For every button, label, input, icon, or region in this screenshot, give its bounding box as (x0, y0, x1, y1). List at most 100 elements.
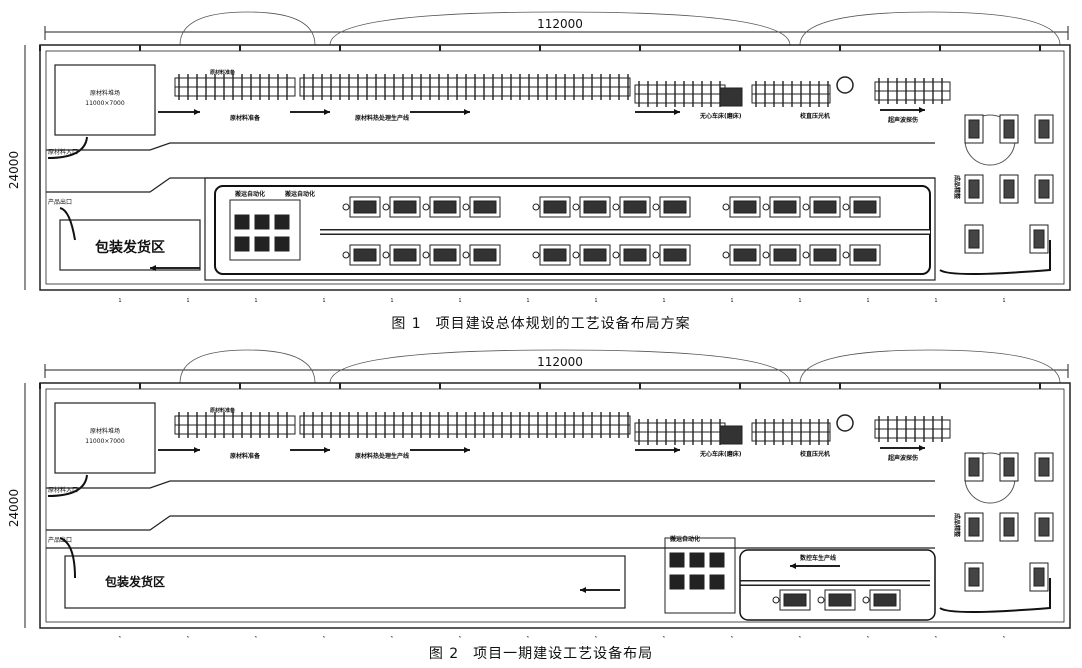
raw-prep-line-label: 原材料准备 (230, 452, 261, 460)
machine-unit (342, 244, 381, 266)
entry-arrow (47, 136, 88, 159)
automation-cell (229, 199, 301, 261)
caption-text: 项目建设总体规划的工艺设备布局方案 (435, 316, 691, 332)
automation-cell (664, 537, 736, 614)
door-swing-arc (179, 349, 316, 384)
robot-unit (274, 236, 290, 252)
flow-arrow-head (464, 447, 470, 453)
grid-axis-mark: 1 (662, 298, 665, 304)
machine-unit (382, 196, 421, 218)
grid-axis-mark: 1 (526, 636, 529, 638)
automation-label: 搬运自动化 (670, 535, 700, 543)
raw-entry-label: 原材料入口 (48, 148, 78, 156)
grid-axis-mark: 1 (458, 298, 461, 304)
grid-axis-mark: 1 (118, 636, 121, 638)
machine-body (393, 200, 417, 214)
robot-cell (836, 76, 854, 94)
machine-body (583, 248, 607, 262)
aisle-line (46, 480, 935, 489)
automation-label-2: 搬运自动化 (285, 190, 315, 198)
machine-motor (842, 203, 850, 211)
grid-axis-mark: 1 (118, 298, 121, 304)
machine-body (733, 248, 757, 262)
machine-unit (842, 244, 881, 266)
robot-cell (836, 414, 854, 432)
grid-axis-mark: 1 (322, 636, 325, 638)
machine-unit (722, 196, 761, 218)
flow-arrow-head (674, 447, 680, 453)
building-wall (39, 44, 1071, 291)
robot-unit (689, 574, 705, 590)
raw-yard-label: 原材料堆场 (90, 427, 120, 435)
entry-arrow (47, 474, 88, 497)
robot-unit (669, 552, 685, 568)
grid-axis-mark: 1 (934, 636, 937, 638)
machine-body (828, 593, 852, 607)
machine-unit (762, 196, 801, 218)
raw-prep-line-label: 原材料准备 (230, 114, 261, 122)
machine-body (393, 248, 417, 262)
machine-motor (722, 203, 730, 211)
grid-axis-mark: 1 (1002, 636, 1005, 638)
machine-motor (722, 251, 730, 259)
height-dimension: 24000 (7, 489, 21, 527)
machine-unit (817, 589, 856, 611)
machine-body (853, 248, 877, 262)
flow-arrow-head (674, 109, 680, 115)
door-swing-arc (329, 11, 791, 46)
transfer-track (939, 240, 1051, 275)
grid-axis-mark: 1 (866, 636, 869, 638)
grid-axis-mark: 1 (798, 298, 801, 304)
station-core (1038, 119, 1050, 139)
machine-body (853, 200, 877, 214)
station-core (1033, 229, 1045, 249)
heat-line-label: 原材料热处理生产线 (355, 114, 409, 122)
grid-axis-mark: 1 (730, 298, 733, 304)
exit-arrow (59, 207, 76, 241)
shipping-area (64, 555, 626, 609)
machine-body (433, 248, 457, 262)
station-core (1003, 179, 1015, 199)
shipping-arrow-head (580, 587, 586, 593)
machine-unit (572, 196, 611, 218)
straightener-label: 校直压光机 (800, 112, 830, 120)
robot-unit (254, 236, 270, 252)
door-swing-arc (799, 349, 1061, 384)
machining-zone (204, 177, 936, 281)
station-core (968, 229, 980, 249)
station-core (1038, 179, 1050, 199)
machine-unit (862, 589, 901, 611)
raw-entry-label: 原材料入口 (48, 486, 78, 494)
centerless-label: 无心车床(磨床) (699, 450, 742, 458)
machine-body (813, 248, 837, 262)
width-dimension: 112000 (537, 355, 583, 369)
machine-motor (572, 251, 580, 259)
raw-material-yard (54, 402, 156, 474)
grid-axis-mark: 1 (186, 636, 189, 638)
machine-unit (532, 244, 571, 266)
machine-motor (422, 203, 430, 211)
machine-motor (422, 251, 430, 259)
machine-body (583, 200, 607, 214)
machine-motor (532, 251, 540, 259)
product-exit-label: 产品出口 (48, 198, 72, 206)
grid-axis-mark: 1 (798, 636, 801, 638)
robot-unit (689, 552, 705, 568)
building-wall (39, 382, 1071, 629)
shipping-label: 包装发货区 (104, 574, 165, 589)
grid-axis-mark: 1 (1002, 298, 1005, 304)
aisle-line (46, 515, 935, 531)
station-core (968, 457, 980, 477)
machine-motor (342, 251, 350, 259)
machine-unit (342, 196, 381, 218)
machine-motor (762, 203, 770, 211)
machine-motor (612, 251, 620, 259)
robot-unit (254, 214, 270, 230)
station-core (968, 567, 980, 587)
flow-arrow-head (464, 109, 470, 115)
machine-unit (842, 196, 881, 218)
grid-axis-mark: 1 (390, 298, 393, 304)
robot-unit (234, 236, 250, 252)
machine-body (353, 248, 377, 262)
